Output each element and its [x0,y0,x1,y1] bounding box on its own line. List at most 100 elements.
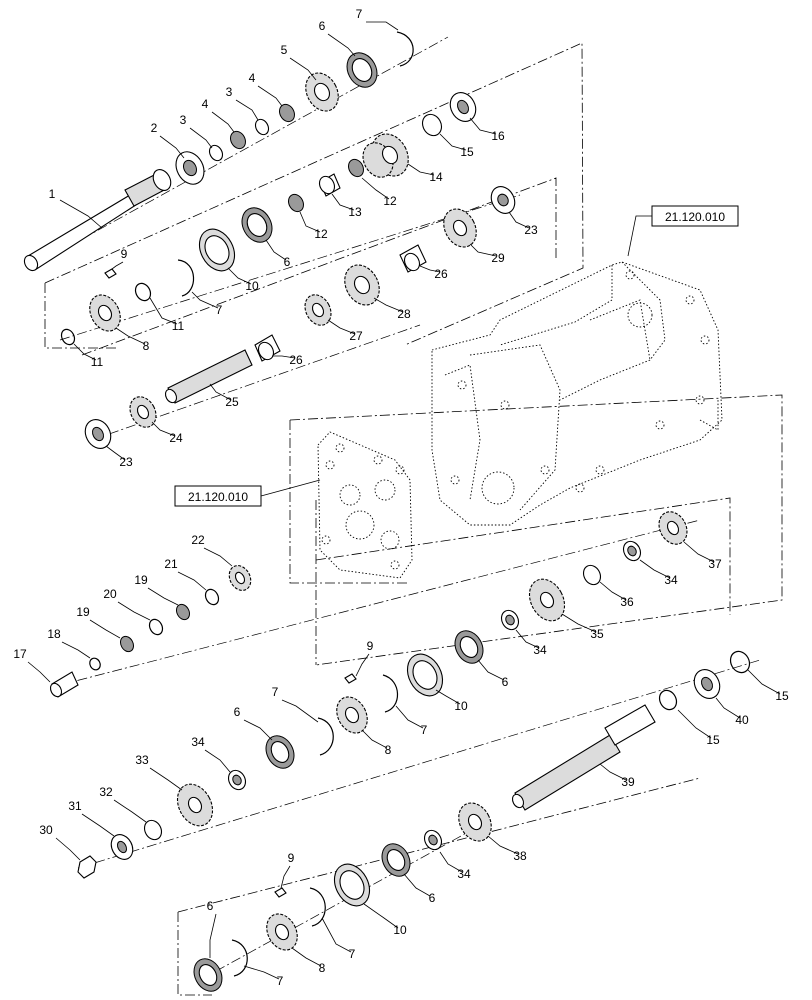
leader-line [203,547,233,567]
callout-number: 7 [349,947,356,961]
callout: 34 [639,559,678,587]
callout-number: 11 [172,319,185,333]
callout: 7 [356,7,399,31]
output-shaft-end [511,793,525,809]
reference-box-housing[interactable]: 21.120.010 [627,205,739,257]
countershaft-boundary [81,177,557,356]
callout-number: 6 [502,675,509,689]
callout-number: 23 [524,223,538,237]
callout: 23 [105,445,133,469]
leader-line [508,211,530,229]
leader-line [366,21,399,31]
callout: 8 [361,729,392,757]
reference-label[interactable]: 21.120.010 [188,490,248,504]
leader-line [515,629,540,649]
callout: 11 [149,297,185,333]
leader-line [59,199,103,229]
leader-line [363,903,399,929]
countershaft-end [164,388,178,404]
snap-ring [279,103,295,123]
reference-box-plate[interactable]: 21.120.010 [174,479,321,507]
gear-bore [136,404,150,420]
callout: 8 [291,947,326,975]
bushing-inner [505,614,515,626]
callout: 4 [202,97,235,133]
spring-clip [317,717,334,756]
snap-ring [60,328,76,346]
countershaft [167,349,253,404]
leader-line [487,835,519,855]
callout: 9 [280,851,295,889]
leader-line [299,211,321,233]
right-group-boundary [289,394,783,666]
leader-line [403,873,431,897]
callout: 12 [361,177,397,208]
leader-line [113,799,147,823]
leader-line [149,297,178,325]
snap-ring [288,193,304,213]
callout-number: 29 [491,251,505,265]
callout-number: 7 [356,7,363,21]
sliding-sleeve-inner [339,870,365,900]
leader-line [177,571,207,591]
callout: 7 [272,685,319,723]
callout-number: 7 [272,685,279,699]
leader-line [55,837,81,861]
bushing-inner [627,545,637,557]
needle-bearing-end [403,252,421,272]
callout: 34 [515,629,547,657]
callout-number: 35 [590,627,604,641]
callout: 37 [683,541,722,571]
callout: 18 [47,627,91,659]
intermediate-plate [317,431,413,579]
leader-line [469,243,497,257]
snap-ring [230,130,246,150]
leader-line [683,541,715,563]
idler-parts [49,565,252,698]
lower-synchro-parts [193,802,492,992]
callout: 10 [363,903,407,937]
synchro-ring-inner [198,964,218,986]
spring-clip [309,887,326,927]
callout: 34 [439,851,471,881]
callout: 6 [265,239,291,269]
reference-label[interactable]: 21.120.010 [665,210,725,224]
leader-line [204,749,231,773]
key [344,673,357,684]
callout: 4 [249,71,283,107]
synchro-ring-inner [351,58,373,82]
leader-line [235,99,259,121]
callout-number: 7 [421,723,428,737]
synchro-ring-inner [459,636,479,658]
callout: 6 [477,659,509,689]
callout-number: 8 [319,961,326,975]
callout-number: 17 [13,647,27,661]
leader-line [289,57,317,81]
callout-number: 3 [180,113,187,127]
snap-ring [658,689,678,711]
callout: 39 [599,763,635,789]
leader-line [117,601,151,621]
snap-ring [348,158,364,178]
leader-line [561,613,597,633]
sliding-sleeve-inner [204,235,230,265]
bushing-inner [428,834,438,846]
inner-right-boundary [315,497,731,615]
callout: 8 [115,327,150,353]
leader-line [715,697,741,719]
spring-clip [177,259,195,297]
sliding-sleeve-inner [412,660,438,690]
leader-line [331,193,355,211]
leader-line [327,33,356,57]
leader-line [191,291,219,309]
callout: 28 [373,297,411,321]
leader-line [209,913,217,958]
output-shaft-parts [77,511,751,879]
synchro-hub-bore [274,923,290,941]
callout: 7 [191,291,223,317]
callout: 10 [435,689,468,713]
callout-number: 12 [383,194,397,208]
callout-number: 37 [708,557,722,571]
callout: 15 [439,133,474,159]
synchro-hub-bore [344,706,360,724]
